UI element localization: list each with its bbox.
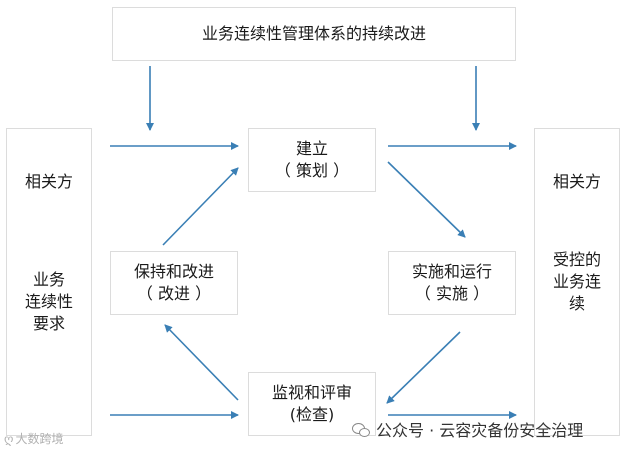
right-managed-line-1: 受控的	[552, 250, 601, 269]
act-title: 保持和改进	[133, 262, 214, 281]
continual-improvement-box: 业务连续性管理体系的持续改进	[112, 7, 516, 61]
right-managed-line-3: 续	[568, 294, 585, 313]
wechat-watermark: 公众号 · 云容灾备份安全治理	[352, 417, 583, 441]
do-title: 实施和运行	[411, 262, 492, 281]
act-box: 保持和改进 （ 改进 ）	[110, 251, 238, 315]
arrow-do-to-check	[386, 331, 461, 404]
left-req-line-1: 业务	[32, 270, 65, 289]
arrow-act-to-plan	[162, 167, 239, 246]
check-title: 监视和评审	[271, 383, 352, 402]
left-req-line-2: 连续性	[24, 292, 73, 311]
corner-logo: ღ 大数跨境	[4, 430, 63, 447]
corner-logo-icon: ღ	[4, 431, 14, 446]
act-subtitle: （ 改进 ）	[136, 284, 212, 303]
right-party-label: 相关方	[552, 172, 601, 191]
wechat-icon	[352, 421, 370, 437]
left-party-label: 相关方	[24, 172, 73, 191]
do-subtitle: （ 实施 ）	[414, 284, 490, 303]
interested-parties-requirements-box: 相关方 业务 连续性 要求	[6, 128, 92, 436]
do-box: 实施和运行 （ 实施 ）	[388, 251, 516, 315]
continual-improvement-label: 业务连续性管理体系的持续改进	[201, 24, 426, 43]
plan-title: 建立	[295, 139, 328, 158]
arrow-check-to-act	[164, 324, 239, 401]
arrow-plan-to-do	[387, 161, 466, 238]
plan-box: 建立 （ 策划 ）	[248, 128, 376, 192]
plan-subtitle: （ 策划 ）	[274, 161, 350, 180]
right-managed-line-2: 业务连	[552, 272, 601, 291]
left-req-line-3: 要求	[32, 314, 65, 333]
check-subtitle: (检查)	[289, 405, 335, 424]
watermark-text: 公众号 · 云容灾备份安全治理	[376, 421, 584, 440]
corner-logo-text: 大数跨境	[15, 432, 64, 446]
interested-parties-managed-box: 相关方 受控的 业务连 续	[534, 128, 620, 436]
